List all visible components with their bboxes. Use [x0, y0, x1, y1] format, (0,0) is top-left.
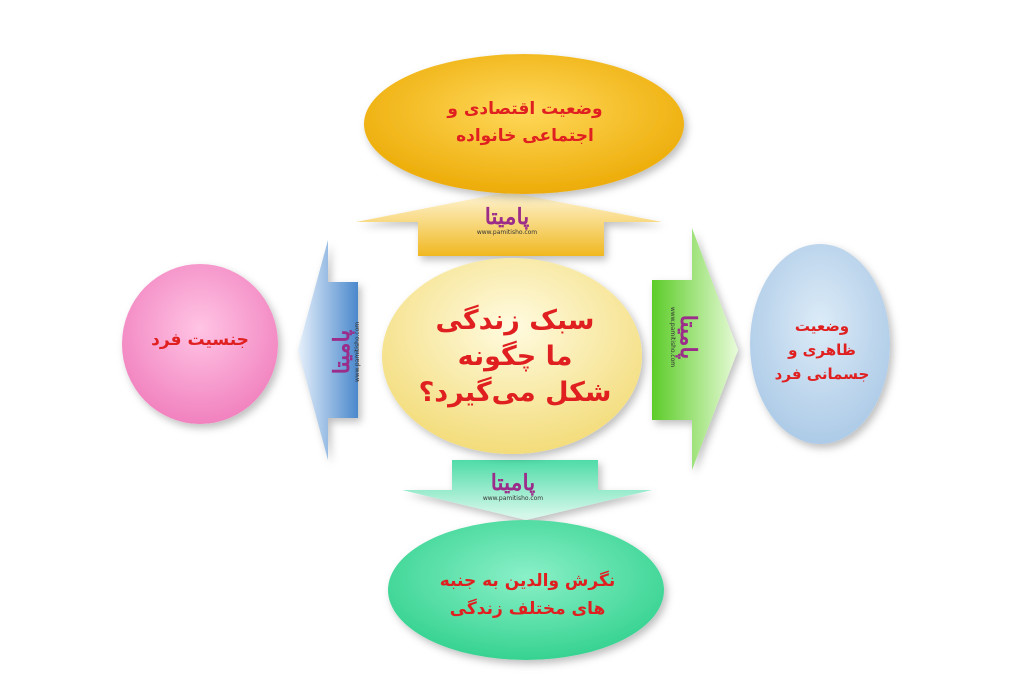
watermark-brand: پامیتا — [484, 203, 530, 230]
center-node-shape — [382, 258, 642, 454]
watermark-logo-top: پامیتا www.pamitisho.com — [452, 200, 562, 240]
top-node-shape — [364, 54, 684, 194]
watermark-brand: پامیتا — [490, 469, 536, 496]
bottom-node-shape — [388, 520, 664, 660]
watermark-site: www.pamitisho.com — [476, 228, 538, 236]
center-label: سبک زندگی ما چگونه شکل می‌گیرد؟ — [418, 305, 612, 408]
arrow-left — [298, 240, 358, 460]
watermark-logo-bottom: پامیتا www.pamitisho.com — [458, 464, 568, 508]
watermark-brand: پامیتا — [328, 329, 355, 375]
right-node-shape — [750, 244, 890, 444]
arrow-right — [652, 228, 738, 470]
right-node-label: وضعیت ظاهری و جسمانی فرد — [774, 317, 870, 383]
watermark-brand: پامیتا — [675, 314, 702, 360]
arrow-down — [402, 460, 652, 520]
watermark-logo-right: پامیتا www.pamitisho.com — [663, 282, 707, 392]
watermark-logo-left: پامیتا www.pamitisho.com — [323, 297, 367, 407]
bottom-node-label: نگرش والدین به جنبه های مختلف زندگی — [439, 571, 616, 619]
left-node-shape — [122, 264, 278, 424]
watermark-site: www.pamitisho.com — [669, 306, 677, 368]
top-node-label: وضعیت اقتصادی و اجتماعی خانواده — [447, 99, 603, 146]
watermark-site: www.pamitisho.com — [482, 494, 544, 502]
left-node-label: جنسیت فرد — [151, 330, 249, 350]
watermark-site: www.pamitisho.com — [353, 321, 361, 383]
arrow-up — [356, 192, 662, 256]
